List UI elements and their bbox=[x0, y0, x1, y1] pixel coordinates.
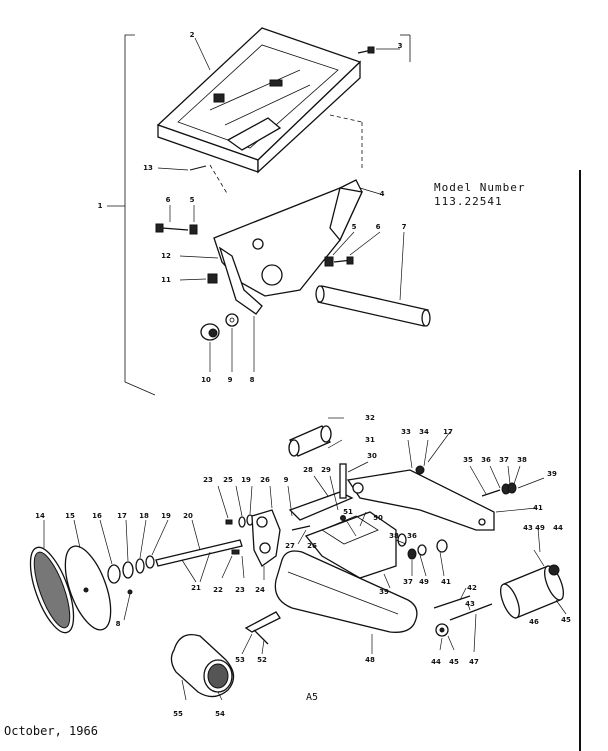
page-code: A5 bbox=[306, 692, 319, 703]
part-number-callout: 36 bbox=[481, 456, 491, 464]
part-number-callout: 39 bbox=[547, 470, 557, 478]
hub-washer-parts bbox=[107, 555, 155, 595]
part-number-callout: 51 bbox=[343, 508, 353, 516]
drive-pulley-part bbox=[170, 633, 235, 698]
part-number-callout: 11 bbox=[161, 276, 171, 284]
part-number-callout: 24 bbox=[255, 586, 265, 594]
part-number-callout: 45 bbox=[449, 658, 459, 666]
part-number-callout: 17 bbox=[117, 512, 127, 520]
part-number-callout: 7 bbox=[402, 223, 407, 231]
part-number-callout: 43 bbox=[523, 524, 533, 532]
part-number-callout: 31 bbox=[365, 436, 375, 444]
part-number-callout: 37 bbox=[403, 578, 413, 586]
part-number-callout: 8 bbox=[250, 376, 255, 384]
part-number-callout: 2 bbox=[190, 31, 195, 39]
part-number-callout: 50 bbox=[373, 514, 383, 522]
lock-knob-part bbox=[200, 273, 239, 341]
part-number-callout: 28 bbox=[303, 466, 313, 474]
pulley-bracket-part bbox=[251, 509, 281, 567]
part-number-callout: 21 bbox=[191, 584, 201, 592]
table-top-part bbox=[156, 27, 362, 174]
part-number-callout: 32 bbox=[365, 414, 375, 422]
part-number-callout: 19 bbox=[161, 512, 171, 520]
part-number-callout: 5 bbox=[190, 196, 195, 204]
model-number-value: 113.22541 bbox=[434, 195, 503, 208]
arbor-shaft-part bbox=[155, 519, 243, 583]
part-number-callout: 22 bbox=[213, 586, 223, 594]
part-number-callout: 12 bbox=[161, 252, 171, 260]
part-number-callout: 37 bbox=[499, 456, 509, 464]
part-number-callout: 14 bbox=[35, 512, 45, 520]
part-number-callout: 9 bbox=[228, 376, 233, 384]
spacer-parts bbox=[225, 514, 254, 555]
part-number-callout: 16 bbox=[92, 512, 102, 520]
part-number-callout: 39 bbox=[379, 588, 389, 596]
screw-part bbox=[357, 46, 375, 54]
pin-parts bbox=[433, 595, 493, 637]
part-number-callout: 15 bbox=[65, 512, 75, 520]
part-number-callout: 1 bbox=[98, 202, 103, 210]
link-parts bbox=[244, 611, 281, 645]
sanding-belt-part bbox=[274, 550, 418, 633]
tensioner-hardware-parts bbox=[397, 482, 517, 560]
part-number-callout: 23 bbox=[235, 586, 245, 594]
part-number-callout: 10 bbox=[201, 376, 211, 384]
part-number-callout: 13 bbox=[143, 164, 153, 172]
part-number-callout: 42 bbox=[467, 584, 477, 592]
part-number-callout: 38 bbox=[389, 532, 399, 540]
part-number-callout: 41 bbox=[533, 504, 543, 512]
part-number-callout: 47 bbox=[469, 658, 479, 666]
part-number-callout: 25 bbox=[223, 476, 233, 484]
part-number-callout: 49 bbox=[419, 578, 429, 586]
part-number-callout: 26 bbox=[260, 476, 270, 484]
disc-plate-part bbox=[64, 545, 112, 631]
part-number-callout: 19 bbox=[241, 476, 251, 484]
part-number-callout: 5 bbox=[352, 223, 357, 231]
part-number-callout: 17 bbox=[443, 428, 453, 436]
part-number-callout: 8 bbox=[116, 620, 121, 628]
part-number-callout: 30 bbox=[367, 452, 377, 460]
platen-frame-part bbox=[288, 463, 397, 579]
part-number-callout: 55 bbox=[173, 710, 183, 718]
motor-part bbox=[499, 564, 565, 619]
part-number-callout: 33 bbox=[401, 428, 411, 436]
part-number-callout: 29 bbox=[321, 466, 331, 474]
part-number-callout: 9 bbox=[284, 476, 289, 484]
bolt-part bbox=[155, 223, 354, 267]
part-number-callout: 4 bbox=[380, 190, 385, 198]
support-tube-part bbox=[315, 285, 431, 327]
part-number-callout: 45 bbox=[561, 616, 571, 624]
part-number-callout: 23 bbox=[203, 476, 213, 484]
part-number-callout: 48 bbox=[365, 656, 375, 664]
idler-arm-part bbox=[346, 465, 495, 531]
part-number-callout: 34 bbox=[419, 428, 429, 436]
abrasive-disc-part bbox=[29, 546, 75, 634]
part-number-callout: 18 bbox=[139, 512, 149, 520]
revision-date: October, 1966 bbox=[4, 724, 98, 738]
part-number-callout: 6 bbox=[376, 223, 381, 231]
tilting-bracket-part bbox=[213, 179, 363, 315]
part-number-callout: 44 bbox=[431, 658, 441, 666]
part-number-callout: 6 bbox=[166, 196, 171, 204]
part-number-callout: 53 bbox=[235, 656, 245, 664]
part-number-callout: 36 bbox=[407, 532, 417, 540]
part-number-callout: 46 bbox=[529, 618, 539, 626]
upper-assembly-bracket bbox=[124, 34, 156, 396]
part-number-callout: 43 bbox=[465, 600, 475, 608]
part-number-callout: 44 bbox=[553, 524, 563, 532]
drum-part bbox=[288, 425, 332, 457]
part-number-callout: 26 bbox=[307, 542, 317, 550]
model-number-label: Model Number bbox=[434, 181, 526, 194]
part-number-callout: 3 bbox=[398, 42, 403, 50]
part-number-callout: 27 bbox=[285, 542, 295, 550]
part-number-callout: 52 bbox=[257, 656, 267, 664]
part-number-callout: 54 bbox=[215, 710, 225, 718]
part-number-callout: 38 bbox=[517, 456, 527, 464]
part-number-callout: 20 bbox=[183, 512, 193, 520]
part-number-callout: 49 bbox=[535, 524, 545, 532]
part-number-callout: 35 bbox=[463, 456, 473, 464]
part-number-callout: 41 bbox=[441, 578, 451, 586]
